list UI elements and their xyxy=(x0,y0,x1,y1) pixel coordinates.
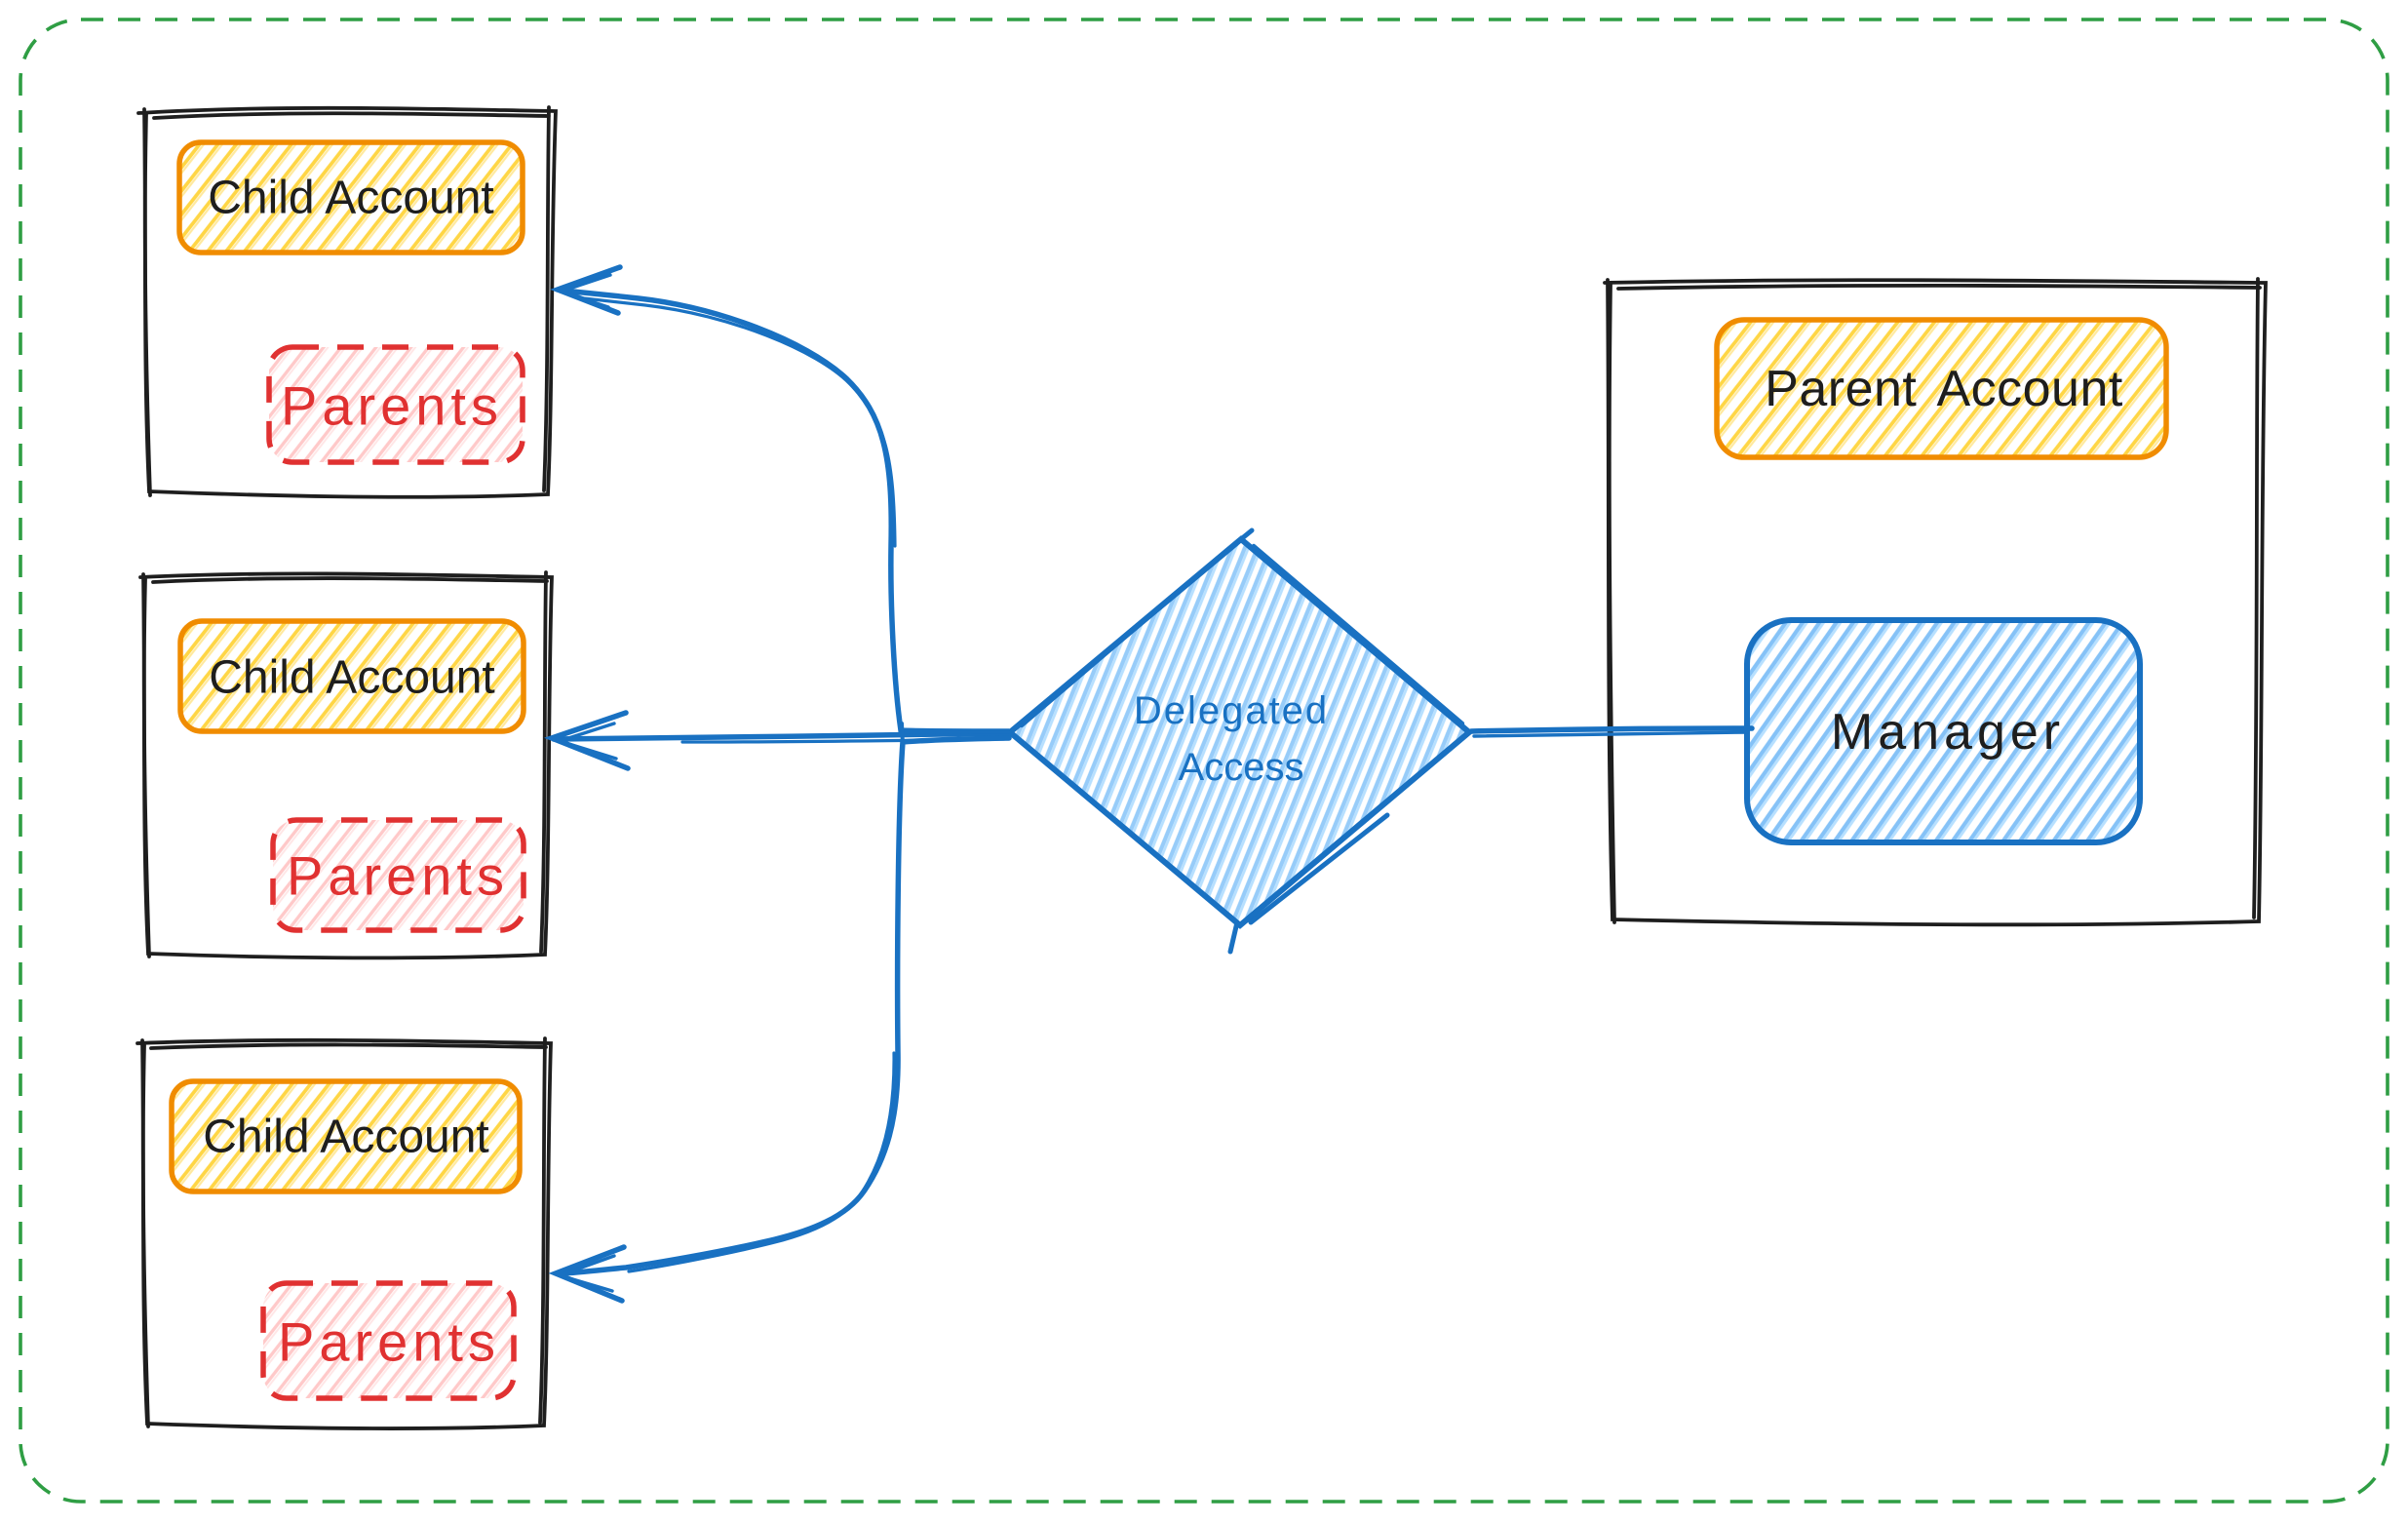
svg-text:Delegated: Delegated xyxy=(1134,689,1329,732)
svg-text:Parents: Parents xyxy=(278,1311,500,1373)
svg-text:Child Account: Child Account xyxy=(209,652,495,704)
svg-text:Parent Account: Parent Account xyxy=(1765,361,2123,417)
svg-text:Access: Access xyxy=(1179,746,1304,789)
svg-text:Parents: Parents xyxy=(287,845,509,907)
svg-text:Child Account: Child Account xyxy=(208,173,494,224)
svg-text:Manager: Manager xyxy=(1831,704,2065,761)
svg-text:Parents: Parents xyxy=(281,375,503,437)
svg-text:Child Account: Child Account xyxy=(203,1112,489,1163)
